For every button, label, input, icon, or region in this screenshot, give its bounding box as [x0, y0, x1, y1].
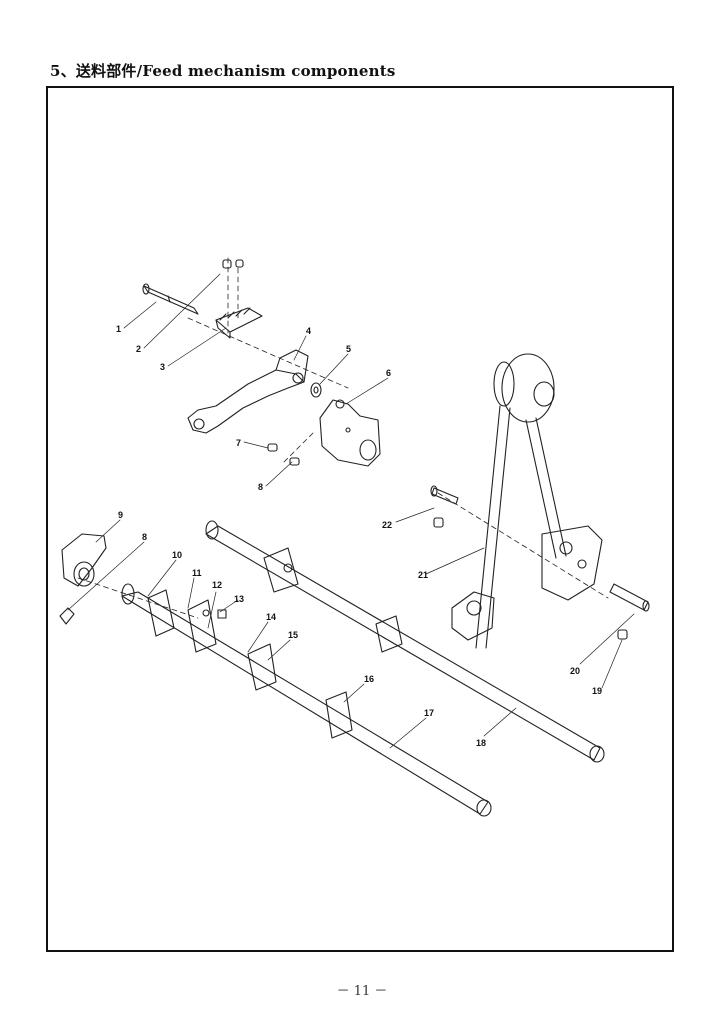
callout-3: 3: [160, 362, 165, 372]
callout-10: 10: [172, 550, 182, 560]
callout-15: 15: [288, 630, 298, 640]
callout-21: 21: [418, 570, 428, 580]
callout-13: 13: [234, 594, 244, 604]
shaft-collars: [147, 589, 353, 739]
leader-lines: [67, 273, 635, 749]
part-9-crank: [59, 533, 107, 625]
part-21-connecting-rod: [451, 353, 603, 649]
callout-14: 14: [266, 612, 276, 622]
callout-9: 9: [118, 510, 123, 520]
part-6-bracket: [319, 399, 381, 467]
callout-6: 6: [386, 368, 391, 378]
part-20-pin: [609, 583, 650, 640]
part-2-screws: [222, 259, 244, 269]
callout-11: 11: [192, 568, 202, 578]
part-7-8-screws: [267, 443, 300, 466]
callout-8b: 8: [142, 532, 147, 542]
page-number: － 11 －: [336, 984, 388, 999]
section-heading: 5、送料部件/Feed mechanism components: [50, 62, 396, 80]
callout-5: 5: [346, 344, 351, 354]
callout-7: 7: [236, 438, 241, 448]
callout-12: 12: [212, 580, 222, 590]
part-18-upper-shaft: [205, 520, 605, 763]
part-5-washer: [310, 382, 322, 398]
callout-16: 16: [364, 674, 374, 684]
callout-20: 20: [570, 666, 580, 676]
callout-8: 8: [258, 482, 263, 492]
callout-17: 17: [424, 708, 434, 718]
callout-19: 19: [592, 686, 602, 696]
diagram-frame: 1 2 3 4 5 6 7 8 9 8 10 11 12 13 14 15 16…: [46, 86, 674, 952]
part-22-pin: [430, 485, 459, 528]
exploded-parts-diagram: 1 2 3 4 5 6 7 8 9 8 10 11 12 13 14 15 16…: [59, 257, 650, 817]
part-3-feed-dog: [215, 307, 263, 339]
part-4-feed-bar: [187, 349, 309, 434]
callout-18: 18: [476, 738, 486, 748]
callout-4: 4: [306, 326, 311, 336]
assembly-centerlines: [77, 257, 609, 619]
callout-numbers: 1 2 3 4 5 6 7 8 9 8 10 11 12 13 14 15 16…: [116, 324, 602, 748]
callout-2: 2: [136, 344, 141, 354]
part-1-shaft-pin: [142, 283, 199, 315]
callout-22: 22: [382, 520, 392, 530]
callout-1: 1: [116, 324, 121, 334]
part-17-lower-shaft: [121, 583, 492, 817]
